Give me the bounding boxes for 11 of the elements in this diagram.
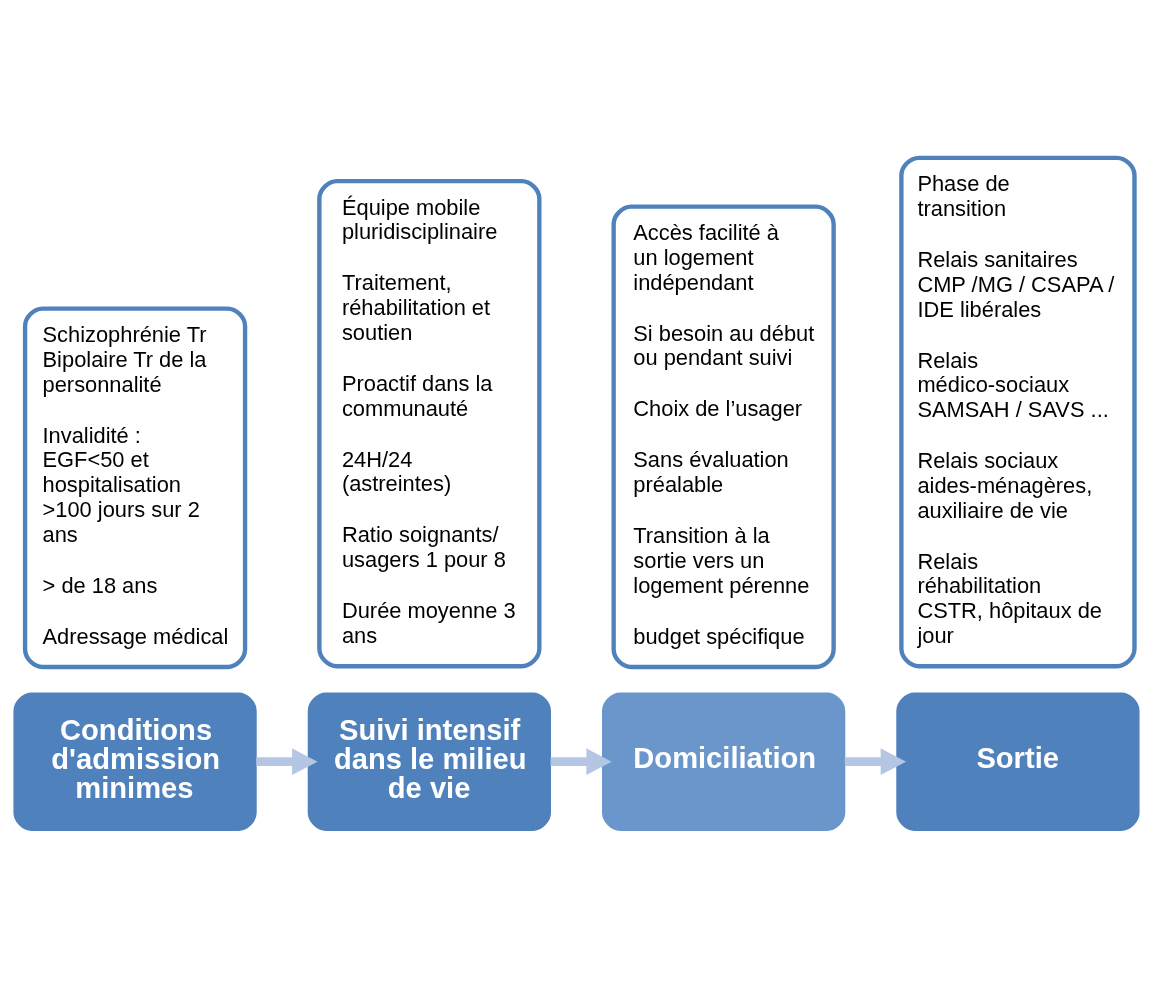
node-box: Domiciliation	[602, 692, 846, 831]
node-box: Accès facilité à un logement indépendant Si besoin au début ou pendant suivi Choix de l’usager Sans évaluation préalable Transition à la sortie vers un logement pérenne budget spécifique	[611, 204, 836, 670]
arrow	[550, 748, 612, 776]
node-box: Phase de transition Relais sanitaires CMP /MG / CSAPA / IDE libérales Relais médico-sociaux SAMSAH / SAVS ... Relais sociaux aides-ménagères, auxiliaire de vie Relais réhabilitation CSTR, hôpitaux de jour	[899, 155, 1137, 669]
arrow	[256, 748, 318, 776]
node-box: Sortie	[896, 692, 1140, 831]
node-box: Conditions d'admission minimes	[13, 692, 257, 831]
node-box: Schizophrénie Tr Bipolaire Tr de la personnalité Invalidité : EGF<50 et hospitalisation >100 jours sur 2 ans > de 18 ans Adressage médical	[22, 306, 248, 670]
node-box: Suivi intensif dans le milieu de vie	[307, 692, 551, 831]
node-box: Équipe mobile pluridisciplinaire Traitement, réhabilitation et soutien Proactif dans la communauté 24H/24 (astreintes) Ratio soignants/ usagers 1 pour 8 Durée moyenne 3 ans	[317, 178, 542, 669]
arrow	[844, 748, 907, 776]
